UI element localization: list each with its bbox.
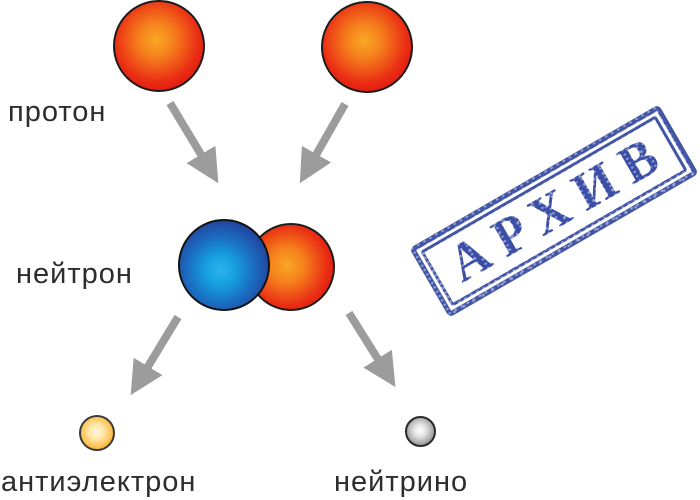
neutrino-label: нейтрино xyxy=(334,466,469,498)
neutron-label: нейтрон xyxy=(16,258,133,290)
proton-particle-left xyxy=(113,0,205,92)
proton-particle-right xyxy=(321,1,413,93)
arrow-icon-neutron-to-antielectron xyxy=(130,314,182,396)
arrow-icon-neutron-to-neutrino xyxy=(345,310,396,388)
arrow-icon-proton-left-to-neutron xyxy=(166,100,219,184)
neutrino-particle xyxy=(405,416,436,447)
antielectron-particle xyxy=(79,415,115,451)
neutron-particle xyxy=(178,219,270,311)
arrow-icon-proton-right-to-neutron xyxy=(299,102,349,184)
antielectron-label: антиэлектрон xyxy=(1,466,197,498)
proton-label: протон xyxy=(8,96,107,128)
